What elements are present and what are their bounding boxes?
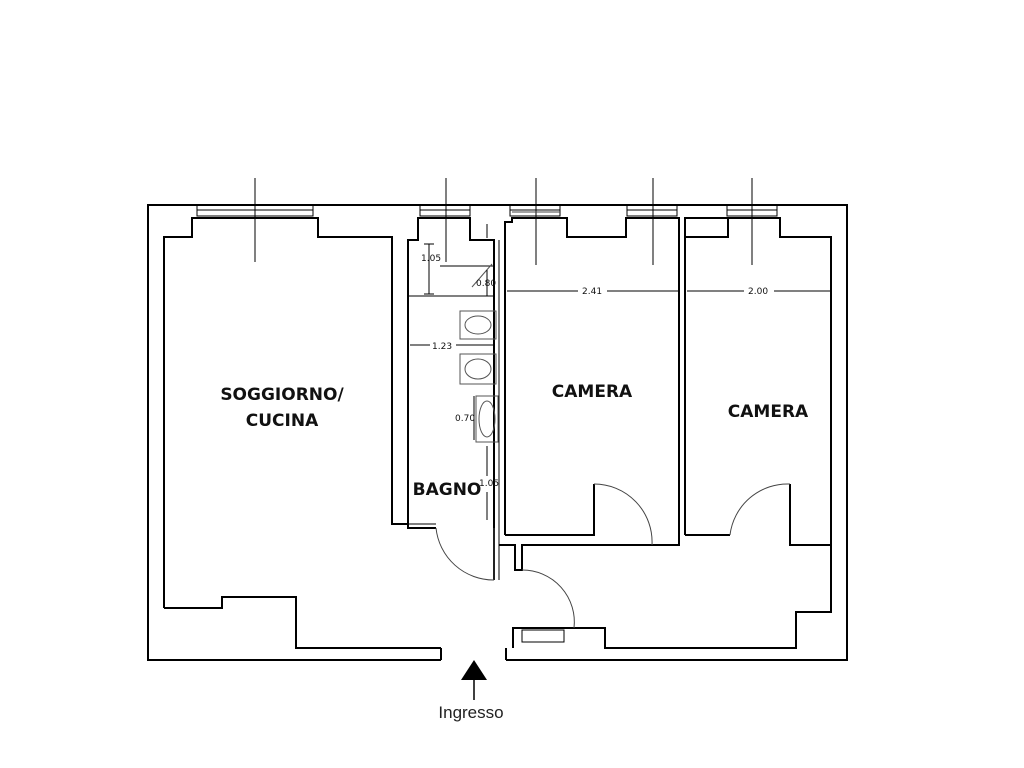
- dimension-labels: 1.05 0.80 1.23 0.70 1.05 2.41 2.00: [421, 254, 768, 489]
- dim-bath-sink: 0.70: [455, 414, 475, 424]
- bedroom-2-walls: [684, 217, 832, 546]
- dim-bath-width: 1.23: [432, 342, 452, 352]
- room-label-living-line1: SOGGIORNO/: [220, 385, 344, 405]
- room-label-living-line2: CUCINA: [246, 411, 319, 431]
- windows: [196, 204, 778, 217]
- doors: [435, 211, 791, 629]
- room-label-bedroom-2: CAMERA: [728, 402, 809, 422]
- entrance-arrow-icon: [461, 660, 487, 680]
- room-label-bedroom-1: CAMERA: [552, 382, 633, 402]
- dim-bath-bottom: 1.05: [479, 479, 499, 489]
- living-room-walls: [163, 217, 441, 649]
- bedroom-1-walls: [504, 217, 680, 546]
- bathroom-fixtures: [459, 263, 499, 443]
- room-label-bathroom: BAGNO: [413, 480, 482, 500]
- hallway-walls: [499, 544, 832, 649]
- bathroom-walls: [407, 217, 500, 580]
- dim-bath-shower: 0.80: [476, 279, 496, 289]
- dim-bedroom-1-width: 2.41: [582, 287, 602, 297]
- vertical-markers: [254, 178, 753, 265]
- room-labels: SOGGIORNO/ CUCINA BAGNO CAMERA CAMERA: [220, 382, 809, 500]
- entrance-label: Ingresso: [438, 703, 503, 722]
- outer-walls: [147, 204, 848, 661]
- dim-bath-top: 1.05: [421, 254, 441, 264]
- dimension-lines: [410, 224, 831, 520]
- entrance-marker: Ingresso: [438, 660, 504, 722]
- dim-bedroom-2-width: 2.00: [748, 287, 768, 297]
